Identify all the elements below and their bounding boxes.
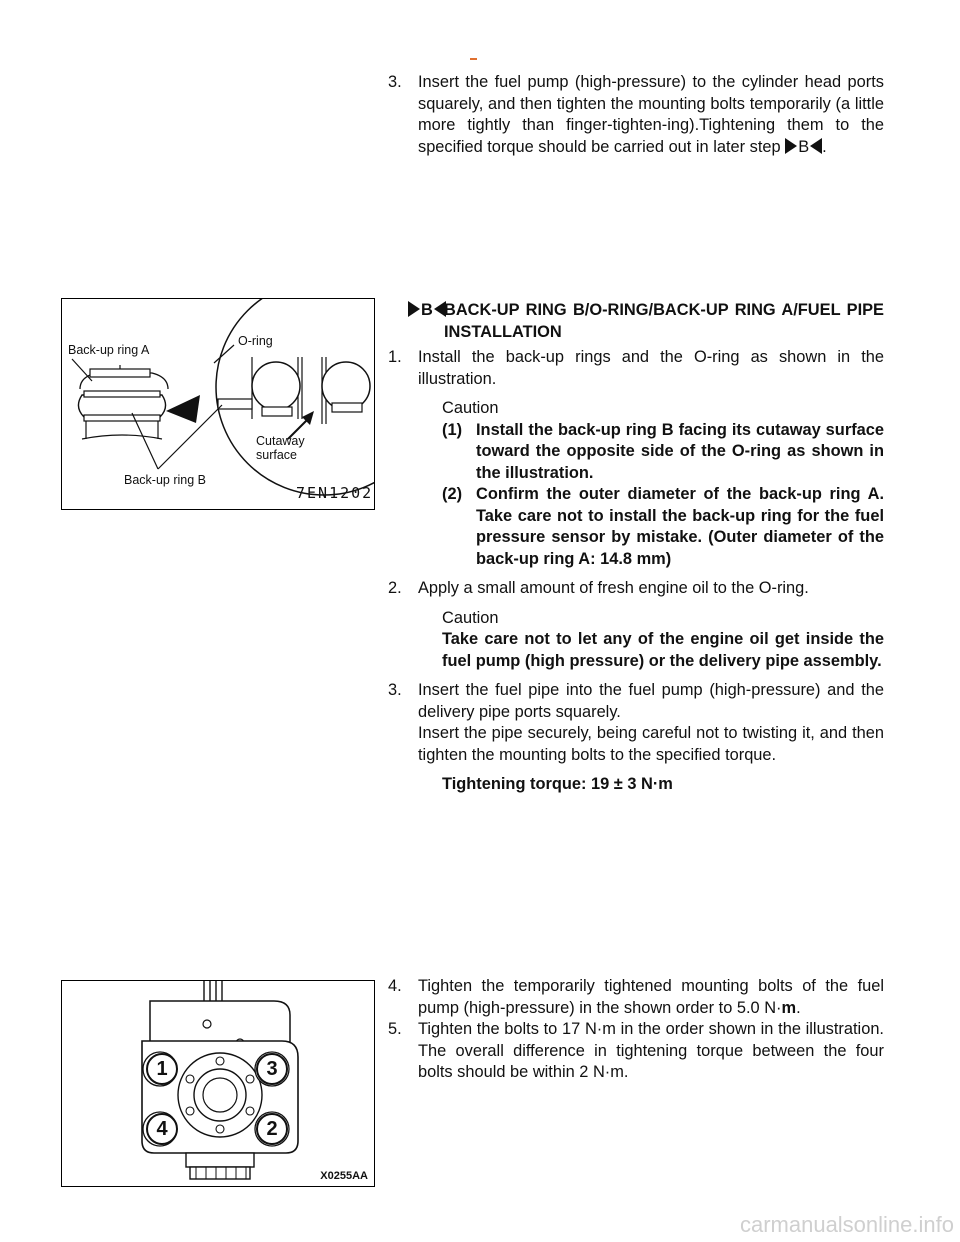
figure-code: X0255AA <box>320 1170 368 1182</box>
section1: 3. Insert the fuel pump (high-pressure) … <box>388 72 884 158</box>
caution-title: Caution <box>442 399 499 417</box>
step-text: Install the back-up rings and the O-ring… <box>418 348 884 388</box>
heading-marker: B <box>408 300 446 322</box>
label-backup-ring-a: Back-up ring A <box>68 343 150 357</box>
heading-marker-text: B <box>421 301 433 319</box>
caution-item-2: (2) Confirm the outer diameter of the ba… <box>388 484 884 570</box>
section3: 4. Tighten the temporarily tightened mou… <box>388 976 884 1084</box>
caution-item-number: (1) <box>442 420 463 439</box>
section2-step3: 3. Insert the fuel pipe into the fuel pu… <box>388 680 884 723</box>
caution-item-text: Confirm the outer diameter of the back-u… <box>476 485 884 568</box>
label-cutaway-surface: Cutaway surface <box>256 434 305 462</box>
step-text: Apply a small amount of fresh engine oil… <box>418 579 809 597</box>
caution-text: Take care not to let any of the engine o… <box>442 630 884 670</box>
step-number: 5. <box>388 1020 402 1038</box>
label-backup-ring-b: Back-up ring B <box>124 473 206 487</box>
bolt-order-2: 2 <box>256 1113 288 1145</box>
bolt-order-4: 4 <box>146 1113 178 1145</box>
step-unit: m <box>781 998 797 1017</box>
pump-illustration <box>141 981 299 1180</box>
bolt-order-1: 1 <box>146 1053 178 1085</box>
section1-step3: 3. Insert the fuel pump (high-pressure) … <box>388 72 884 158</box>
section3-step5: 5. Tighten the bolts to 17 N·m in the or… <box>388 1019 884 1084</box>
section2-step1: 1. Install the back-up rings and the O-r… <box>388 347 884 390</box>
label-cutaway-line1: Cutaway <box>256 434 305 448</box>
section2-step2: 2. Apply a small amount of fresh engine … <box>388 578 884 600</box>
section3-step4: 4. Tighten the temporarily tightened mou… <box>388 976 884 1019</box>
step-number: 2. <box>388 579 402 597</box>
step-text: Insert the fuel pipe into the fuel pump … <box>418 681 884 721</box>
bolt-order-3: 3 <box>256 1053 288 1085</box>
step-end: . <box>796 998 801 1017</box>
figure-backup-ring: Back-up ring A O-ring Cutaway surface Ba… <box>61 278 433 510</box>
step-number: 4. <box>388 977 402 995</box>
step-number: 3. <box>388 73 402 91</box>
heading-marker-right-icon <box>408 301 420 317</box>
backup-ring-illustration <box>71 278 433 496</box>
caution-item-1: (1) Install the back-up ring B facing it… <box>388 420 884 485</box>
figure-code: 7EN1202 <box>296 484 374 502</box>
watermark: carmanualsonline.info <box>739 1212 954 1237</box>
caution-title: Caution <box>442 608 499 627</box>
step-text: Tighten the bolts to 17 N·m in the order… <box>418 1020 884 1081</box>
top-mark <box>470 58 477 60</box>
step-number: 3. <box>388 681 402 699</box>
step-end: . <box>822 137 827 156</box>
step-marker-left-icon <box>810 137 823 154</box>
heading-text: BACK-UP RING B/O-RING/BACK-UP RING A/FUE… <box>444 301 884 341</box>
caution-item-number: (2) <box>442 485 463 503</box>
step-number: 1. <box>388 348 402 366</box>
label-o-ring: O-ring <box>238 334 273 348</box>
label-cutaway-line2: surface <box>256 448 297 462</box>
step-text-continued: Insert the pipe securely, being careful … <box>418 724 884 764</box>
step-text: Insert the fuel pump (high-pressure) to … <box>418 73 884 156</box>
tightening-torque: Tightening torque: 19 ± 3 N·m <box>442 775 673 793</box>
step-reference: B <box>798 137 810 156</box>
section-heading: B BACK-UP RING B/O-RING/BACK-UP RING A/F… <box>388 300 884 343</box>
caution-item-text: Install the back-up ring B facing its cu… <box>476 420 884 482</box>
step-marker-right-icon <box>785 137 798 154</box>
figure-bolt-order: 1 3 4 2 X0255AA <box>61 980 375 1187</box>
heading-marker-left-icon <box>433 301 446 317</box>
section2: B BACK-UP RING B/O-RING/BACK-UP RING A/F… <box>388 300 884 796</box>
step-text: Tighten the temporarily tightened mounti… <box>418 977 884 1017</box>
